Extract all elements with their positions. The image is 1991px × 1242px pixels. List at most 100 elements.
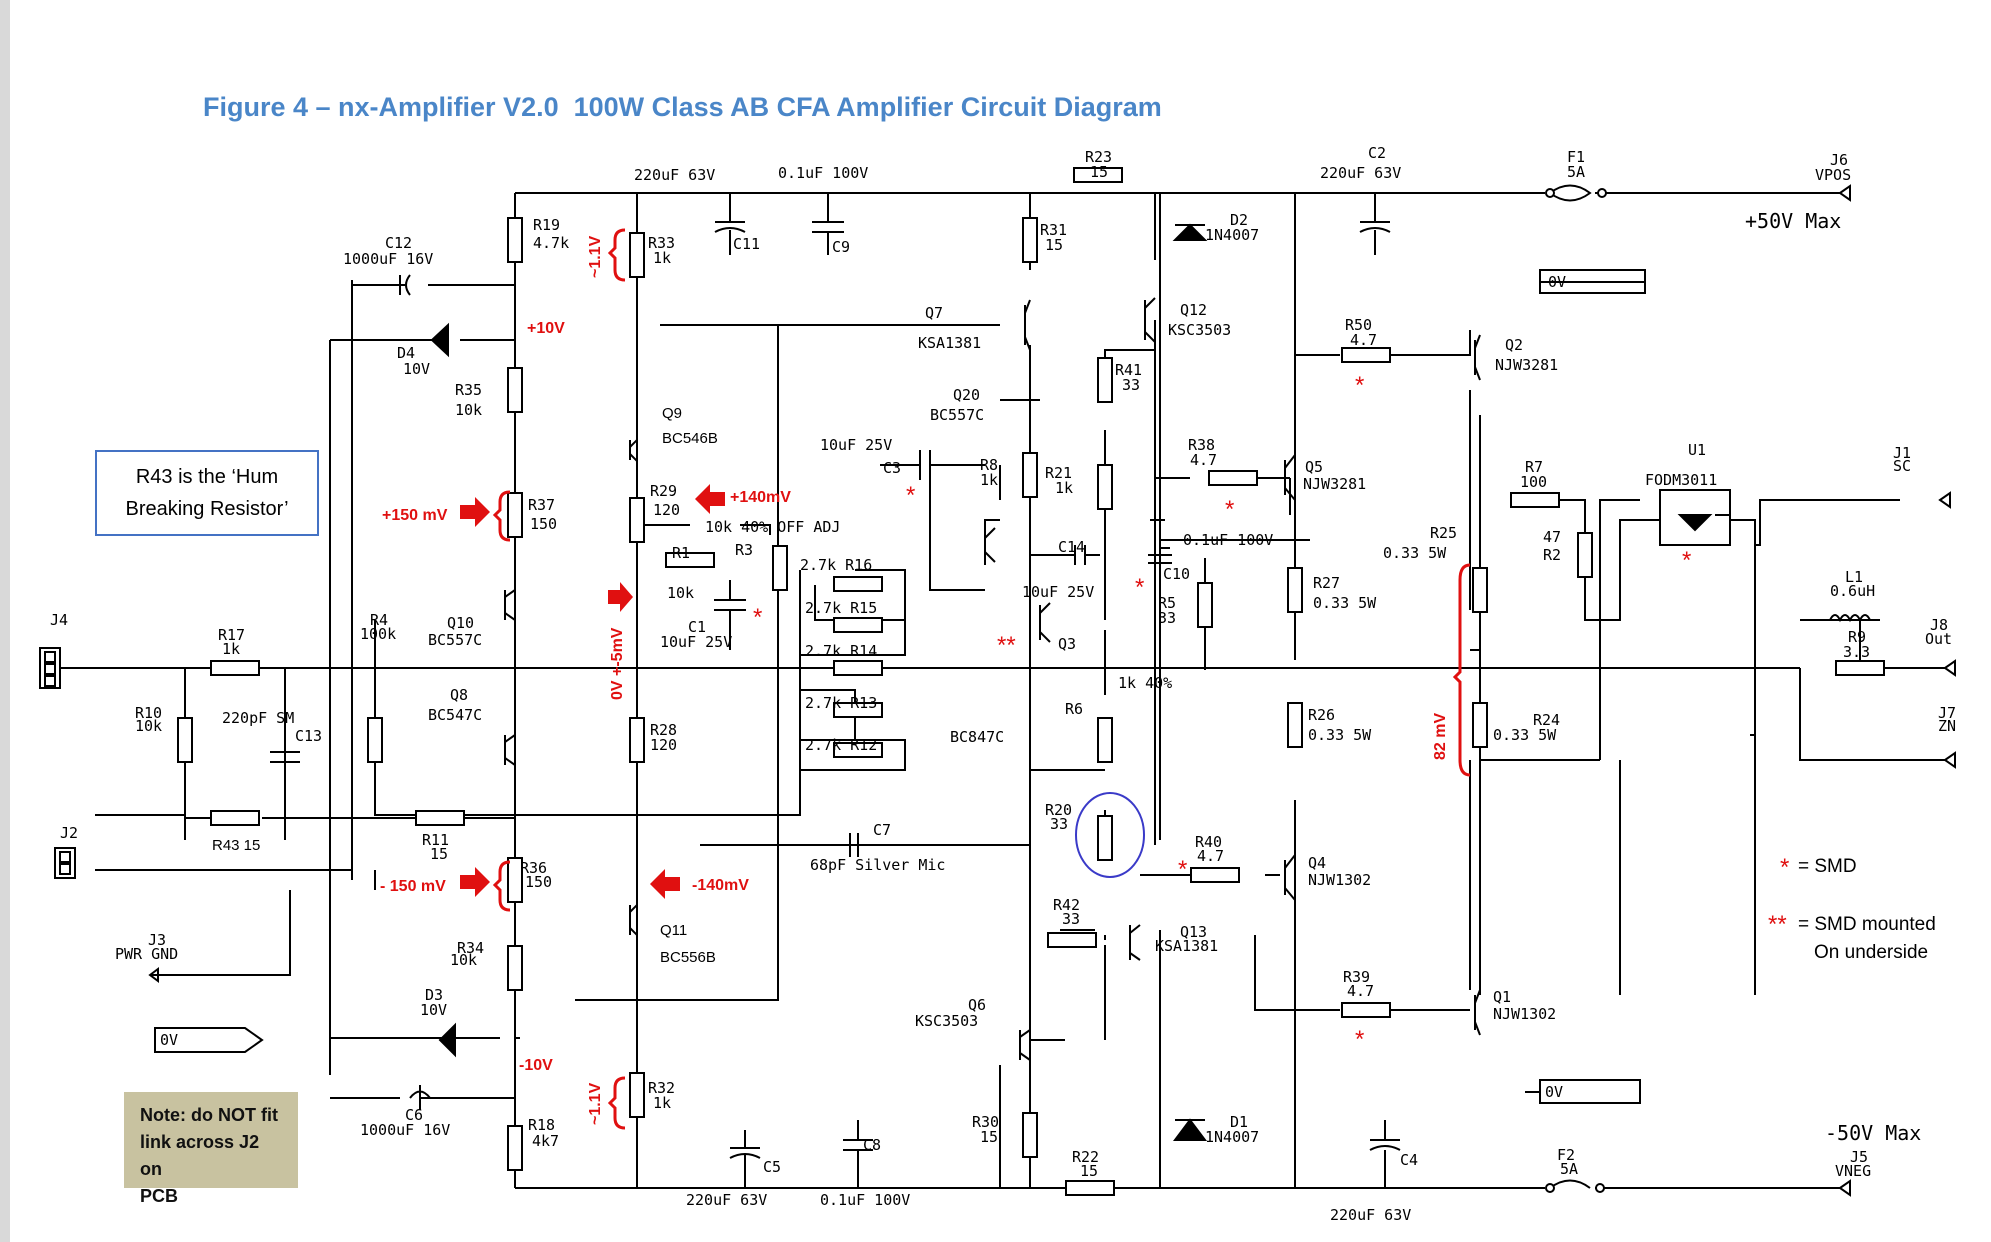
- j2-name: J2: [60, 824, 78, 842]
- page-gutter: [0, 0, 10, 1242]
- j5-name: J5: [1850, 1148, 1868, 1166]
- c13-value: 220pF SM: [222, 709, 294, 727]
- c4-value: 220uF 63V: [1330, 1206, 1411, 1224]
- d2-value: 1N4007: [1205, 226, 1259, 244]
- c1-value: 10uF 25V: [660, 633, 732, 651]
- r27-value: 0.33 5W: [1313, 594, 1377, 612]
- zero-offset-label: 0V +-5mV: [609, 627, 626, 700]
- fuses-connectors: [39, 184, 1956, 1197]
- f1-name: F1: [1567, 148, 1585, 166]
- svg-text:*: *: [1682, 547, 1691, 574]
- q10-value: BC557C: [428, 631, 482, 649]
- q7-value: KSA1381: [918, 334, 981, 352]
- q3-name: Q3: [1058, 635, 1076, 653]
- v11-top-label: ~1.1V: [587, 235, 604, 278]
- r24-name: R24: [1533, 711, 1560, 729]
- u1-name: U1: [1688, 441, 1706, 459]
- q20-name: Q20: [953, 386, 980, 404]
- l1-name: L1: [1845, 568, 1863, 586]
- fit-note-line-1: Note: do NOT fit: [140, 1105, 278, 1125]
- c11-value-top: 220uF 63V: [634, 166, 715, 184]
- r35-value: 10k: [455, 401, 482, 419]
- c2-value: 220uF 63V: [1320, 164, 1401, 182]
- d1-name: D1: [1230, 1113, 1248, 1131]
- c7-name: C7: [873, 821, 891, 839]
- c7-value: 68pF Silver Mic: [810, 856, 945, 874]
- r28-value: 120: [650, 736, 677, 754]
- svg-text:*: *: [1225, 496, 1234, 523]
- r37-name: R37: [528, 496, 555, 514]
- r19-value: 4.7k: [533, 234, 569, 252]
- j2-link-note: Note: do NOT fit link across J2 on PCB: [124, 1092, 298, 1206]
- r33-name: R33: [648, 234, 675, 252]
- ov-bus-top: 0V: [1548, 273, 1566, 291]
- r17-value: 1k: [222, 640, 240, 658]
- c14-name: C14: [1058, 538, 1085, 556]
- r9-value: 3.3: [1843, 643, 1870, 661]
- svg-text:*: *: [753, 604, 762, 631]
- r8-name: R8: [980, 456, 998, 474]
- q10-name: Q10: [447, 614, 474, 632]
- r42-value: 33: [1062, 910, 1080, 928]
- hum-resistor-note: R43 is the ‘Hum Breaking Resistor’: [95, 450, 319, 536]
- r7-name: R7: [1525, 458, 1543, 476]
- r26-value: 0.33 5W: [1308, 726, 1372, 744]
- q5-value: NJW3281: [1303, 475, 1366, 493]
- r33-value: 1k: [653, 249, 671, 267]
- q12-name: Q12: [1180, 301, 1207, 319]
- legend-smd-under-mark: **: [1768, 911, 1787, 938]
- q13-value: KSA1381: [1155, 937, 1218, 955]
- r16-label: 2.7k R16: [800, 556, 872, 574]
- c1-name: C1: [688, 618, 706, 636]
- c5-value: 220uF 63V: [686, 1191, 767, 1209]
- svg-text:**: **: [997, 632, 1016, 659]
- neg-rail-label: -50V Max: [1825, 1121, 1921, 1145]
- q13-name: Q13: [1180, 923, 1207, 941]
- ov-bus-bottom: 0V: [1545, 1083, 1563, 1101]
- j6-name: J6: [1830, 151, 1848, 169]
- r8-value: 1k: [980, 471, 998, 489]
- q1-value: NJW1302: [1493, 1005, 1556, 1023]
- r38-value: 4.7: [1190, 451, 1217, 469]
- svg-text:*: *: [1355, 372, 1364, 399]
- r3-adj-value: 10k 40% OFF ADJ: [705, 518, 840, 536]
- r41-value: 33: [1122, 376, 1140, 394]
- q4-name: Q4: [1308, 854, 1326, 872]
- v11-bottom-label: ~1.1V: [587, 1082, 604, 1125]
- c6-name: C6: [405, 1106, 423, 1124]
- r41-name: R41: [1115, 361, 1142, 379]
- d4-value: 10V: [403, 360, 430, 378]
- r37-value: 150: [530, 515, 557, 533]
- svg-text:1k 40%R6: 1k 40%R6: [1065, 674, 1172, 718]
- r32-name: R32: [648, 1079, 675, 1097]
- r40-value: 4.7: [1197, 847, 1224, 865]
- q6-value: KSC3503: [915, 1012, 978, 1030]
- r11-name: R11: [422, 831, 449, 849]
- c5-name: C5: [763, 1158, 781, 1176]
- r34-value: 10k: [450, 951, 477, 969]
- j7-name: J7: [1938, 704, 1956, 722]
- capacitors: [270, 193, 1401, 1188]
- q7-name: Q7: [925, 304, 943, 322]
- svg-text:R93.3: R93.3: [1843, 628, 1870, 661]
